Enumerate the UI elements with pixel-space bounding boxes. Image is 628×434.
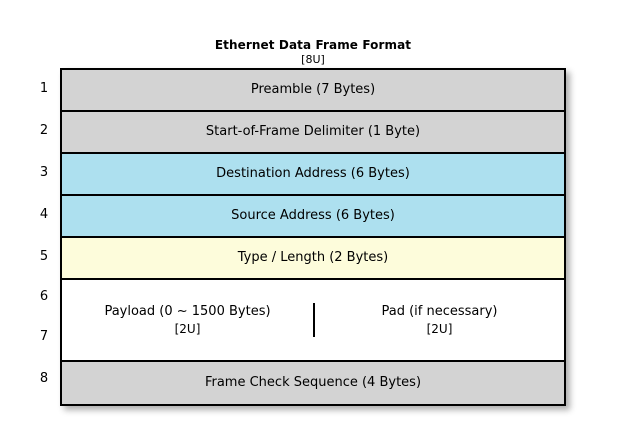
row-number-3: 3 <box>39 165 49 180</box>
row-number-gutter: 1 2 3 4 5 6 7 8 <box>30 68 58 398</box>
frame-field-preamble: Preamble (7 Bytes) <box>62 70 564 112</box>
row-number-7: 7 <box>39 329 49 344</box>
frame-field-payload-row: Payload (0 ~ 1500 Bytes) [2U] Pad (if ne… <box>62 280 564 362</box>
row-number-6: 6 <box>39 289 49 304</box>
frame-field-type-length: Type / Length (2 Bytes) <box>62 238 564 280</box>
frame-field-frame-check-sequence-label: Frame Check Sequence (4 Bytes) <box>204 375 422 391</box>
diagram-title-block: Ethernet Data Frame Format [8U] <box>60 38 566 67</box>
row-number-2: 2 <box>39 123 49 138</box>
frame-field-pad-label: Pad (if necessary) <box>381 304 498 320</box>
frame-field-payload-tag: [2U] <box>174 321 201 336</box>
frame-field-source-address: Source Address (6 Bytes) <box>62 196 564 238</box>
frame-field-source-address-label: Source Address (6 Bytes) <box>231 208 395 224</box>
frame-field-pad: Pad (if necessary) [2U] <box>315 303 564 337</box>
page-title: Ethernet Data Frame Format <box>214 38 412 52</box>
frame-field-pad-tag: [2U] <box>426 321 453 336</box>
frame-field-sfd: Start-of-Frame Delimiter (1 Byte) <box>62 112 564 154</box>
frame-field-frame-check-sequence: Frame Check Sequence (4 Bytes) <box>62 362 564 404</box>
frame-field-destination-address: Destination Address (6 Bytes) <box>62 154 564 196</box>
frame-field-payload-label: Payload (0 ~ 1500 Bytes) <box>104 304 271 320</box>
ethernet-frame-table: Preamble (7 Bytes) Start-of-Frame Delimi… <box>60 68 566 406</box>
row-number-4: 4 <box>39 207 49 222</box>
frame-field-destination-address-label: Destination Address (6 Bytes) <box>216 166 410 182</box>
frame-field-sfd-label: Start-of-Frame Delimiter (1 Byte) <box>205 124 421 140</box>
frame-field-payload: Payload (0 ~ 1500 Bytes) [2U] <box>62 303 315 337</box>
row-number-1: 1 <box>39 81 49 96</box>
frame-field-type-length-label: Type / Length (2 Bytes) <box>237 250 389 266</box>
row-number-8: 8 <box>39 371 49 386</box>
frame-field-preamble-label: Preamble (7 Bytes) <box>250 82 376 98</box>
page-title-tag: [8U] <box>301 53 325 66</box>
row-number-5: 5 <box>39 249 49 264</box>
